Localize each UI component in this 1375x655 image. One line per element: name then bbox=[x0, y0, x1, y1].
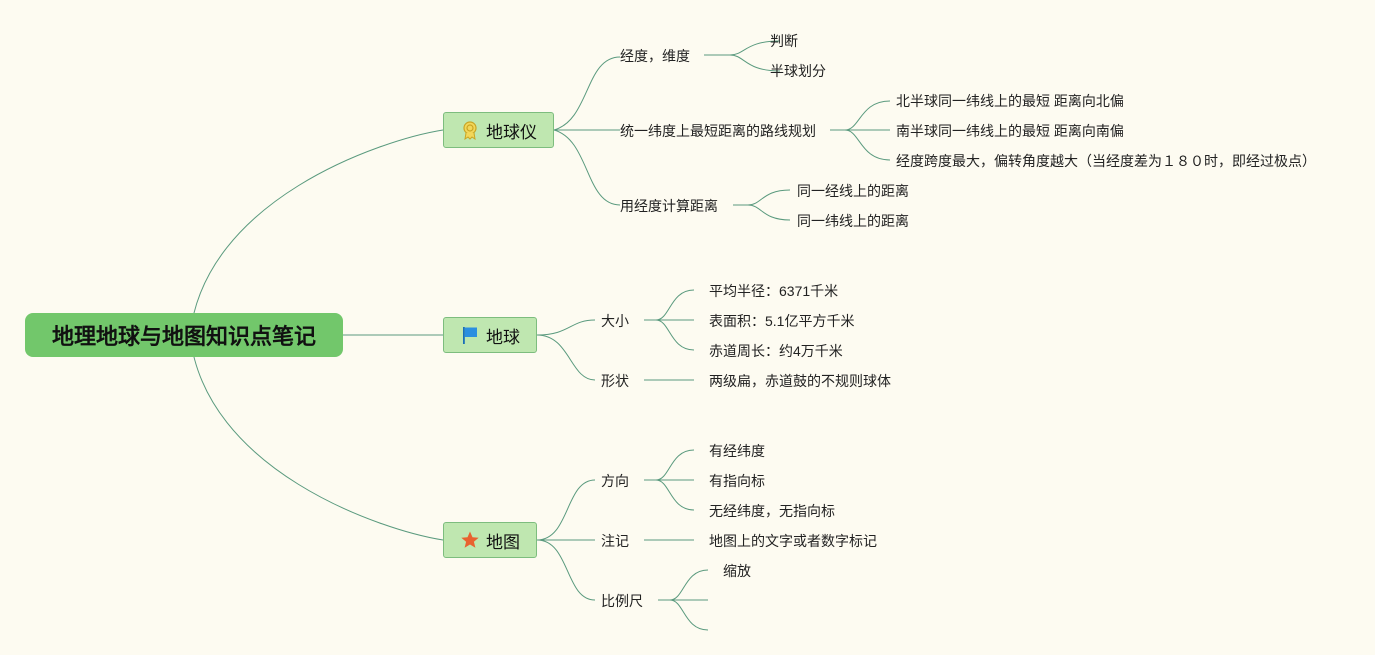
topic-label: 地球 bbox=[486, 327, 520, 347]
node-annotation[interactable]: 注记 bbox=[601, 533, 629, 549]
leaf-node[interactable]: 南半球同一纬线上的最短 距离向南偏 bbox=[896, 123, 1124, 139]
node-route-planning[interactable]: 统一纬度上最短距离的路线规划 bbox=[620, 123, 816, 139]
node-distance-calculation[interactable]: 用经度计算距离 bbox=[620, 198, 718, 214]
topic-globe-model[interactable]: 地球仪 bbox=[443, 112, 554, 148]
root-topic[interactable]: 地理地球与地图知识点笔记 bbox=[25, 313, 343, 357]
node-scale[interactable]: 比例尺 bbox=[601, 593, 643, 609]
flag-icon bbox=[460, 325, 480, 345]
leaf-node[interactable]: 经度跨度最大，偏转角度越大（当经度差为１８０时，即经过极点） bbox=[896, 153, 1316, 169]
award-ribbon-icon bbox=[460, 120, 480, 140]
leaf-node[interactable]: 有经纬度 bbox=[709, 443, 765, 459]
leaf-node[interactable]: 同一纬线上的距离 bbox=[797, 213, 909, 229]
node-size[interactable]: 大小 bbox=[601, 313, 629, 329]
leaf-node[interactable]: 平均半径：6371千米 bbox=[709, 283, 839, 299]
leaf-node[interactable]: 赤道周长：约4万千米 bbox=[709, 343, 843, 359]
leaf-node[interactable]: 无经纬度，无指向标 bbox=[709, 503, 835, 519]
leaf-node[interactable]: 表面积：5.1亿平方千米 bbox=[709, 313, 855, 329]
topic-earth[interactable]: 地球 bbox=[443, 317, 537, 353]
leaf-node[interactable]: 两级扁，赤道鼓的不规则球体 bbox=[709, 373, 891, 389]
topic-label: 地图 bbox=[486, 532, 520, 552]
leaf-node[interactable]: 缩放 bbox=[723, 563, 751, 579]
node-direction[interactable]: 方向 bbox=[601, 473, 629, 489]
topic-map[interactable]: 地图 bbox=[443, 522, 537, 558]
leaf-node[interactable]: 有指向标 bbox=[709, 473, 765, 489]
leaf-node[interactable]: 地图上的文字或者数字标记 bbox=[709, 533, 877, 549]
node-shape[interactable]: 形状 bbox=[601, 373, 629, 389]
topic-label: 地球仪 bbox=[486, 122, 537, 142]
leaf-node[interactable]: 同一经线上的距离 bbox=[797, 183, 909, 199]
leaf-node[interactable]: 北半球同一纬线上的最短 距离向北偏 bbox=[896, 93, 1124, 109]
node-longitude-latitude[interactable]: 经度，维度 bbox=[620, 48, 690, 64]
star-icon bbox=[460, 530, 480, 550]
leaf-node[interactable]: 半球划分 bbox=[770, 63, 826, 79]
leaf-node[interactable]: 判断 bbox=[770, 33, 798, 49]
